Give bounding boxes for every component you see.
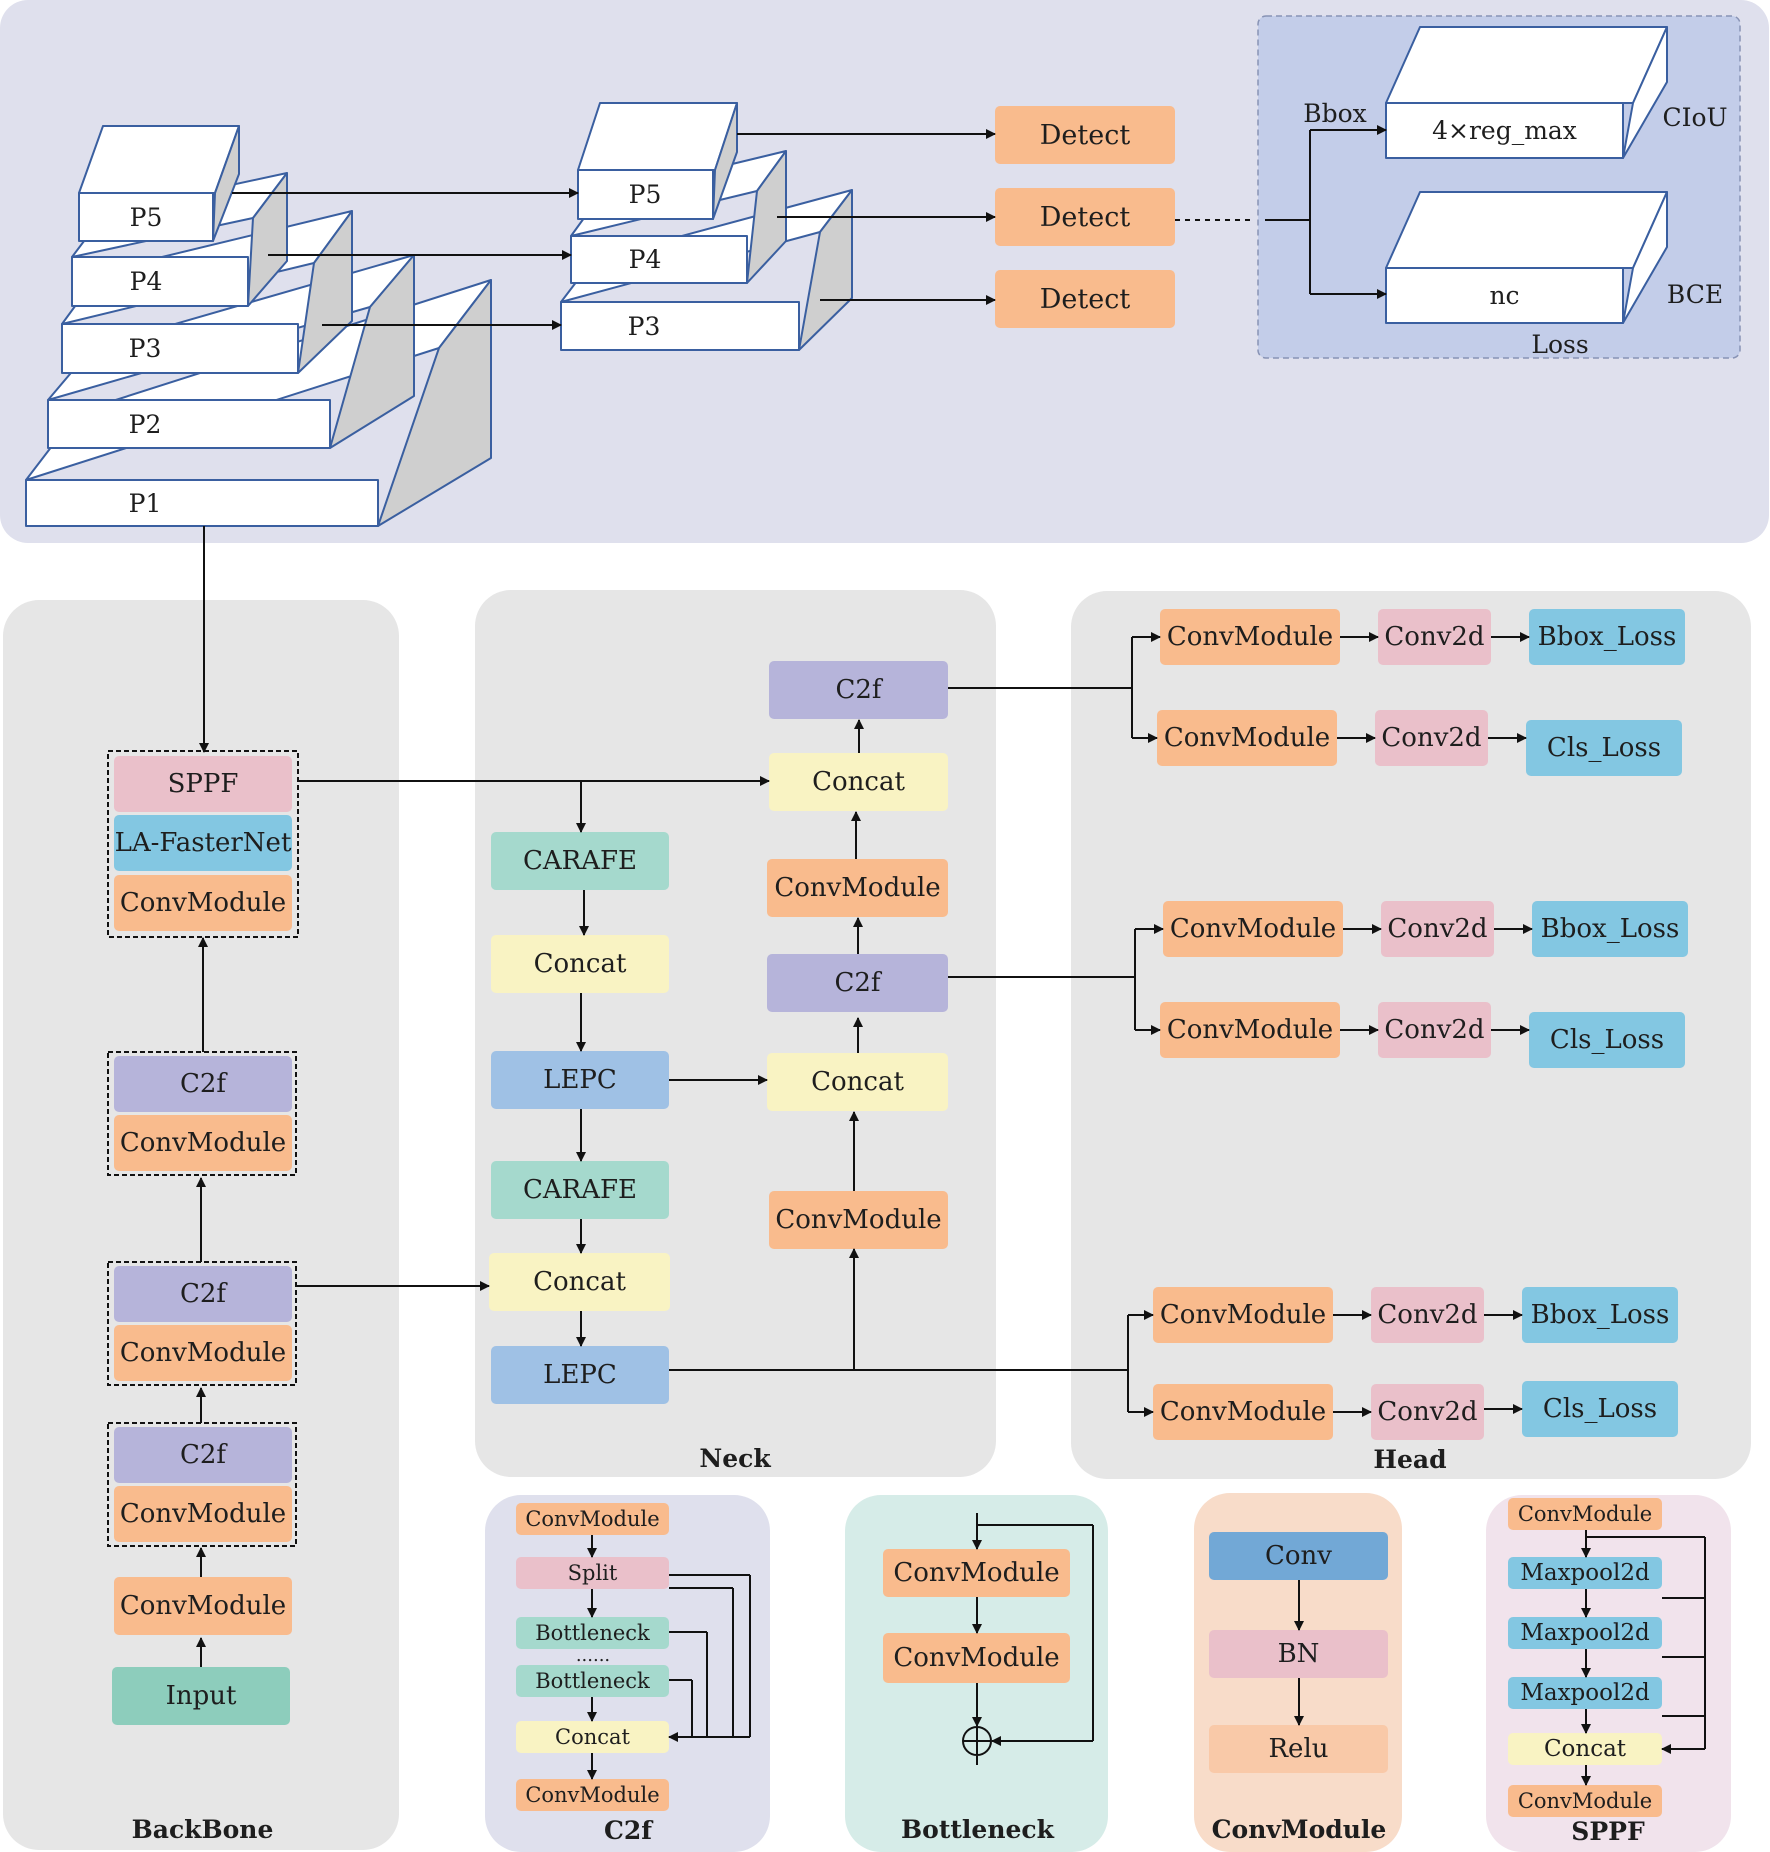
- backbone-pyramid: [25, 125, 492, 527]
- neck-pyramid: [560, 102, 853, 351]
- legend-relu: [1209, 1725, 1388, 1773]
- backbone-groups: [107, 750, 299, 1547]
- legend-bottleneck-conv-1: [883, 1549, 1070, 1597]
- detect-box-3: [995, 270, 1175, 328]
- legend-sppf-blocks: [1508, 1498, 1662, 1817]
- backbone-blocks: [112, 756, 292, 1725]
- neck-panel: [475, 590, 996, 1477]
- neck-blocks: [489, 661, 948, 1404]
- detect-box-2: [995, 188, 1175, 246]
- legend-conv: [1209, 1532, 1388, 1580]
- legend-bottleneck-conv-2: [883, 1633, 1070, 1683]
- legend-c2f-blocks: [516, 1503, 669, 1811]
- head-blocks: [1153, 609, 1688, 1440]
- loss-boxes: [1385, 26, 1668, 324]
- legend-bn: [1209, 1630, 1388, 1678]
- detect-box-1: [995, 106, 1175, 164]
